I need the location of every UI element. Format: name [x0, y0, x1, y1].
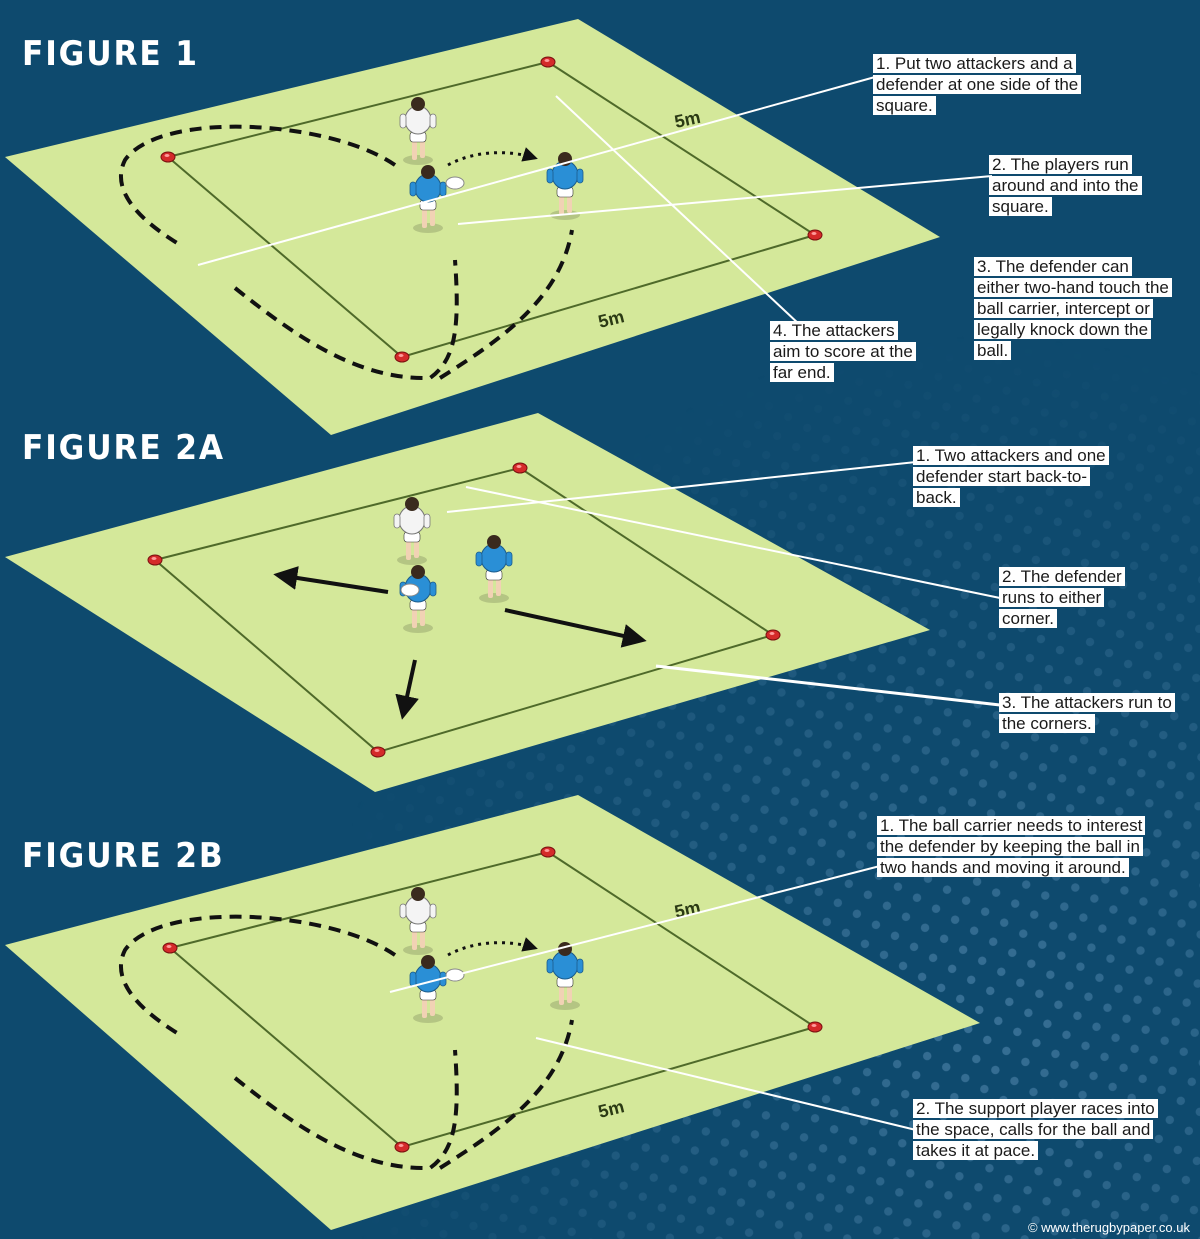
callout-leader: [655, 664, 1001, 707]
figure-2a-title: FIGURE 2A: [22, 428, 225, 468]
cone: [540, 56, 556, 68]
run-arrow: [273, 566, 389, 594]
callout-leader: [389, 865, 881, 993]
figure-1-callout-2: 2. The players run around and into the s…: [989, 154, 1159, 217]
cone: [807, 229, 823, 241]
callout-leader: [535, 1037, 917, 1131]
cone: [394, 351, 410, 363]
figure-1-diagram: 5m 5m: [5, 19, 993, 435]
run-path: [119, 914, 397, 1037]
pass-path: [447, 147, 538, 167]
figure-1-callout-1: 1. Put two attackers and a defender at o…: [873, 53, 1083, 116]
figure-1-title: FIGURE 1: [22, 34, 199, 74]
figure-2a-callout-2: 2. The defender runs to either corner.: [999, 566, 1154, 629]
figure-2a-diagram: [5, 413, 1001, 792]
site-credit: © www.therugbypaper.co.uk: [1027, 1220, 1190, 1235]
run-path: [438, 229, 574, 380]
callout-leader: [197, 76, 876, 266]
run-arrow: [504, 608, 647, 648]
cone: [147, 554, 163, 566]
figure-2a-field: [5, 413, 930, 792]
figure-2b-diagram: 5m 5m: [5, 795, 980, 1230]
figure-1-callout-3: 3. The defender can either two-hand touc…: [974, 256, 1174, 361]
cone: [512, 462, 528, 474]
figure-2b-title: FIGURE 2B: [22, 836, 225, 876]
cone: [162, 942, 178, 954]
figure-2a-callout-1: 1. Two attackers and one defender start …: [913, 445, 1113, 508]
cone: [807, 1021, 823, 1033]
cone: [394, 1141, 410, 1153]
run-arrow: [395, 659, 419, 720]
figure-2b-callout-1: 1. The ball carrier needs to interest th…: [877, 815, 1147, 878]
rugby-ball: [400, 583, 420, 597]
cone: [160, 151, 176, 163]
callout-leader: [457, 175, 993, 225]
figure-2b-callout-2: 2. The support player races into the spa…: [913, 1098, 1175, 1161]
callout-leader: [446, 461, 917, 513]
cone: [370, 746, 386, 758]
figure-1-callout-4: 4. The attackers aim to score at the far…: [770, 320, 925, 383]
callout-leader: [465, 486, 1001, 599]
run-path: [233, 1049, 459, 1171]
run-path: [233, 259, 459, 381]
run-path: [438, 1019, 574, 1170]
pass-path: [447, 937, 538, 957]
cone: [765, 629, 781, 641]
run-path: [119, 124, 397, 247]
figure-2a-callout-3: 3. The attackers run to the corners.: [999, 692, 1179, 734]
callout-leader: [555, 95, 801, 326]
rugby-ball: [445, 176, 465, 190]
cone: [540, 846, 556, 858]
